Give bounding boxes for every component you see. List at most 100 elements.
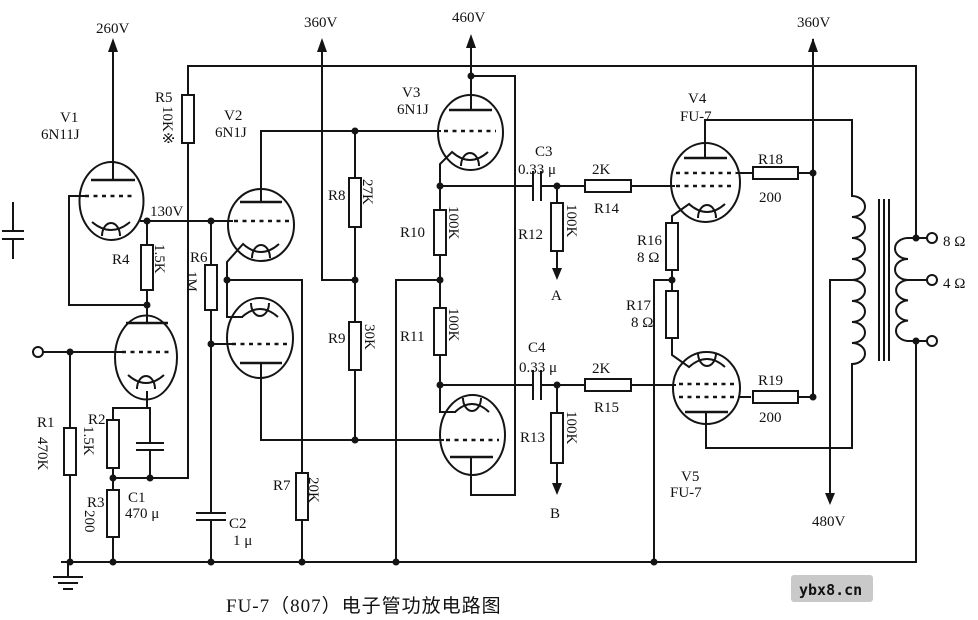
arrow-point-b-icon bbox=[552, 483, 562, 495]
resistor-r10 bbox=[433, 209, 447, 256]
output-transformer bbox=[850, 194, 910, 366]
node-130v-label: 130V bbox=[150, 204, 184, 220]
tube-v1-type: 6N11J bbox=[41, 127, 80, 143]
resistor-r1 bbox=[63, 427, 77, 476]
r3-value: 200 bbox=[81, 510, 97, 533]
resistor-r15 bbox=[584, 378, 632, 392]
r16-value: 8 Ω bbox=[637, 250, 659, 266]
r10-value: 100K bbox=[445, 206, 461, 240]
supply-arrows bbox=[108, 34, 835, 505]
tube-v5 bbox=[672, 351, 741, 425]
tube-v1-lower bbox=[114, 314, 178, 401]
arrow-460v-icon bbox=[466, 34, 476, 48]
resistor-r6 bbox=[204, 264, 218, 311]
resistor-bodies bbox=[63, 94, 799, 538]
arrow-360v-right-icon bbox=[808, 38, 818, 52]
speaker-terminals bbox=[926, 232, 938, 347]
point-b-label: B bbox=[550, 506, 560, 522]
c1-value: 470 μ bbox=[125, 506, 159, 522]
capacitor-c1 bbox=[136, 442, 164, 451]
watermark-text: ybx8.cn bbox=[799, 581, 862, 599]
tube-v3-lower bbox=[439, 394, 506, 476]
r13-value: 100K bbox=[563, 411, 579, 445]
arrow-480v-icon bbox=[825, 493, 835, 505]
r17-ref: R17 bbox=[626, 298, 652, 314]
r19-value: 200 bbox=[759, 410, 782, 426]
r5-value: 10K※ bbox=[159, 106, 175, 144]
capacitor-c4 bbox=[532, 370, 542, 400]
c3-ref: C3 bbox=[535, 144, 553, 160]
r4-value: 1.5K bbox=[151, 244, 167, 274]
c4-value: 0.33 μ bbox=[519, 360, 557, 376]
r1-value: 470K bbox=[34, 437, 50, 471]
arrow-point-a-icon bbox=[552, 268, 562, 280]
r1-ref: R1 bbox=[37, 415, 55, 431]
arrow-260v-icon bbox=[108, 38, 118, 52]
r12-ref: R12 bbox=[518, 227, 543, 243]
r2-value: 1.5K bbox=[80, 426, 96, 456]
r15-value: 2K bbox=[592, 361, 611, 377]
tube-v2-lower bbox=[226, 297, 294, 379]
r3-ref: R3 bbox=[87, 495, 105, 511]
resistor-r18 bbox=[752, 166, 799, 180]
arrow-360v-left-icon bbox=[317, 38, 327, 52]
resistor-r17 bbox=[665, 290, 679, 339]
c3-value: 0.33 μ bbox=[518, 162, 556, 178]
tube-v5-type: FU-7 bbox=[670, 485, 702, 501]
tube-v1-upper bbox=[78, 161, 145, 241]
terminal-common bbox=[926, 335, 938, 347]
r7-value: 20K bbox=[305, 477, 321, 503]
tube-v3-type: 6N1J bbox=[397, 102, 429, 118]
r2-ref: R2 bbox=[88, 412, 106, 428]
r19-ref: R19 bbox=[758, 373, 783, 389]
point-a-label: A bbox=[551, 288, 562, 304]
tube-v4-ref: V4 bbox=[688, 91, 707, 107]
resistor-r8 bbox=[348, 177, 362, 228]
wiring bbox=[12, 39, 928, 563]
resistor-r11 bbox=[433, 307, 447, 356]
tube-v4 bbox=[670, 142, 741, 223]
tube-v5-ref: V5 bbox=[681, 469, 699, 485]
junction-dots bbox=[66, 72, 920, 566]
resistor-r16 bbox=[665, 222, 679, 271]
tube-v2-type: 6N1J bbox=[215, 125, 247, 141]
r10-ref: R10 bbox=[400, 225, 425, 241]
r4-ref: R4 bbox=[112, 252, 130, 268]
r14-value: 2K bbox=[592, 162, 611, 178]
r14-ref: R14 bbox=[594, 201, 620, 217]
tap-4ohm-label: 4 Ω bbox=[943, 276, 965, 292]
supply-260v-label: 260V bbox=[96, 21, 130, 37]
r17-value: 8 Ω bbox=[631, 315, 653, 331]
tube-v3-ref: V3 bbox=[402, 85, 420, 101]
supply-360v-left-label: 360V bbox=[304, 15, 338, 31]
supply-480v-label: 480V bbox=[812, 514, 846, 530]
r6-value: 1M bbox=[183, 271, 199, 292]
c2-ref: C2 bbox=[229, 516, 247, 532]
resistor-r12 bbox=[550, 202, 564, 252]
resistor-r14 bbox=[584, 179, 632, 193]
r11-value: 100K bbox=[445, 308, 461, 342]
resistor-r3 bbox=[106, 489, 120, 538]
terminal-4ohm bbox=[926, 274, 938, 286]
r13-ref: R13 bbox=[520, 430, 545, 446]
r18-value: 200 bbox=[759, 190, 782, 206]
r15-ref: R15 bbox=[594, 400, 619, 416]
resistor-r13 bbox=[550, 412, 564, 464]
input-coupling-capacitor-fragment bbox=[2, 230, 24, 240]
tube-v3-upper bbox=[437, 94, 504, 171]
tube-v4-type: FU-7 bbox=[680, 109, 712, 125]
r16-ref: R16 bbox=[637, 233, 663, 249]
r6-ref: R6 bbox=[190, 250, 208, 266]
ground-symbol bbox=[53, 561, 83, 590]
r9-ref: R9 bbox=[328, 331, 346, 347]
secondary-winding bbox=[894, 236, 910, 343]
supply-360v-right-label: 360V bbox=[797, 15, 831, 31]
r8-value: 27K bbox=[359, 179, 375, 205]
capacitor-c2 bbox=[196, 512, 226, 521]
r11-ref: R11 bbox=[400, 329, 424, 345]
r5-ref: R5 bbox=[155, 90, 173, 106]
r18-ref: R18 bbox=[758, 152, 783, 168]
c1-ref: C1 bbox=[128, 490, 146, 506]
